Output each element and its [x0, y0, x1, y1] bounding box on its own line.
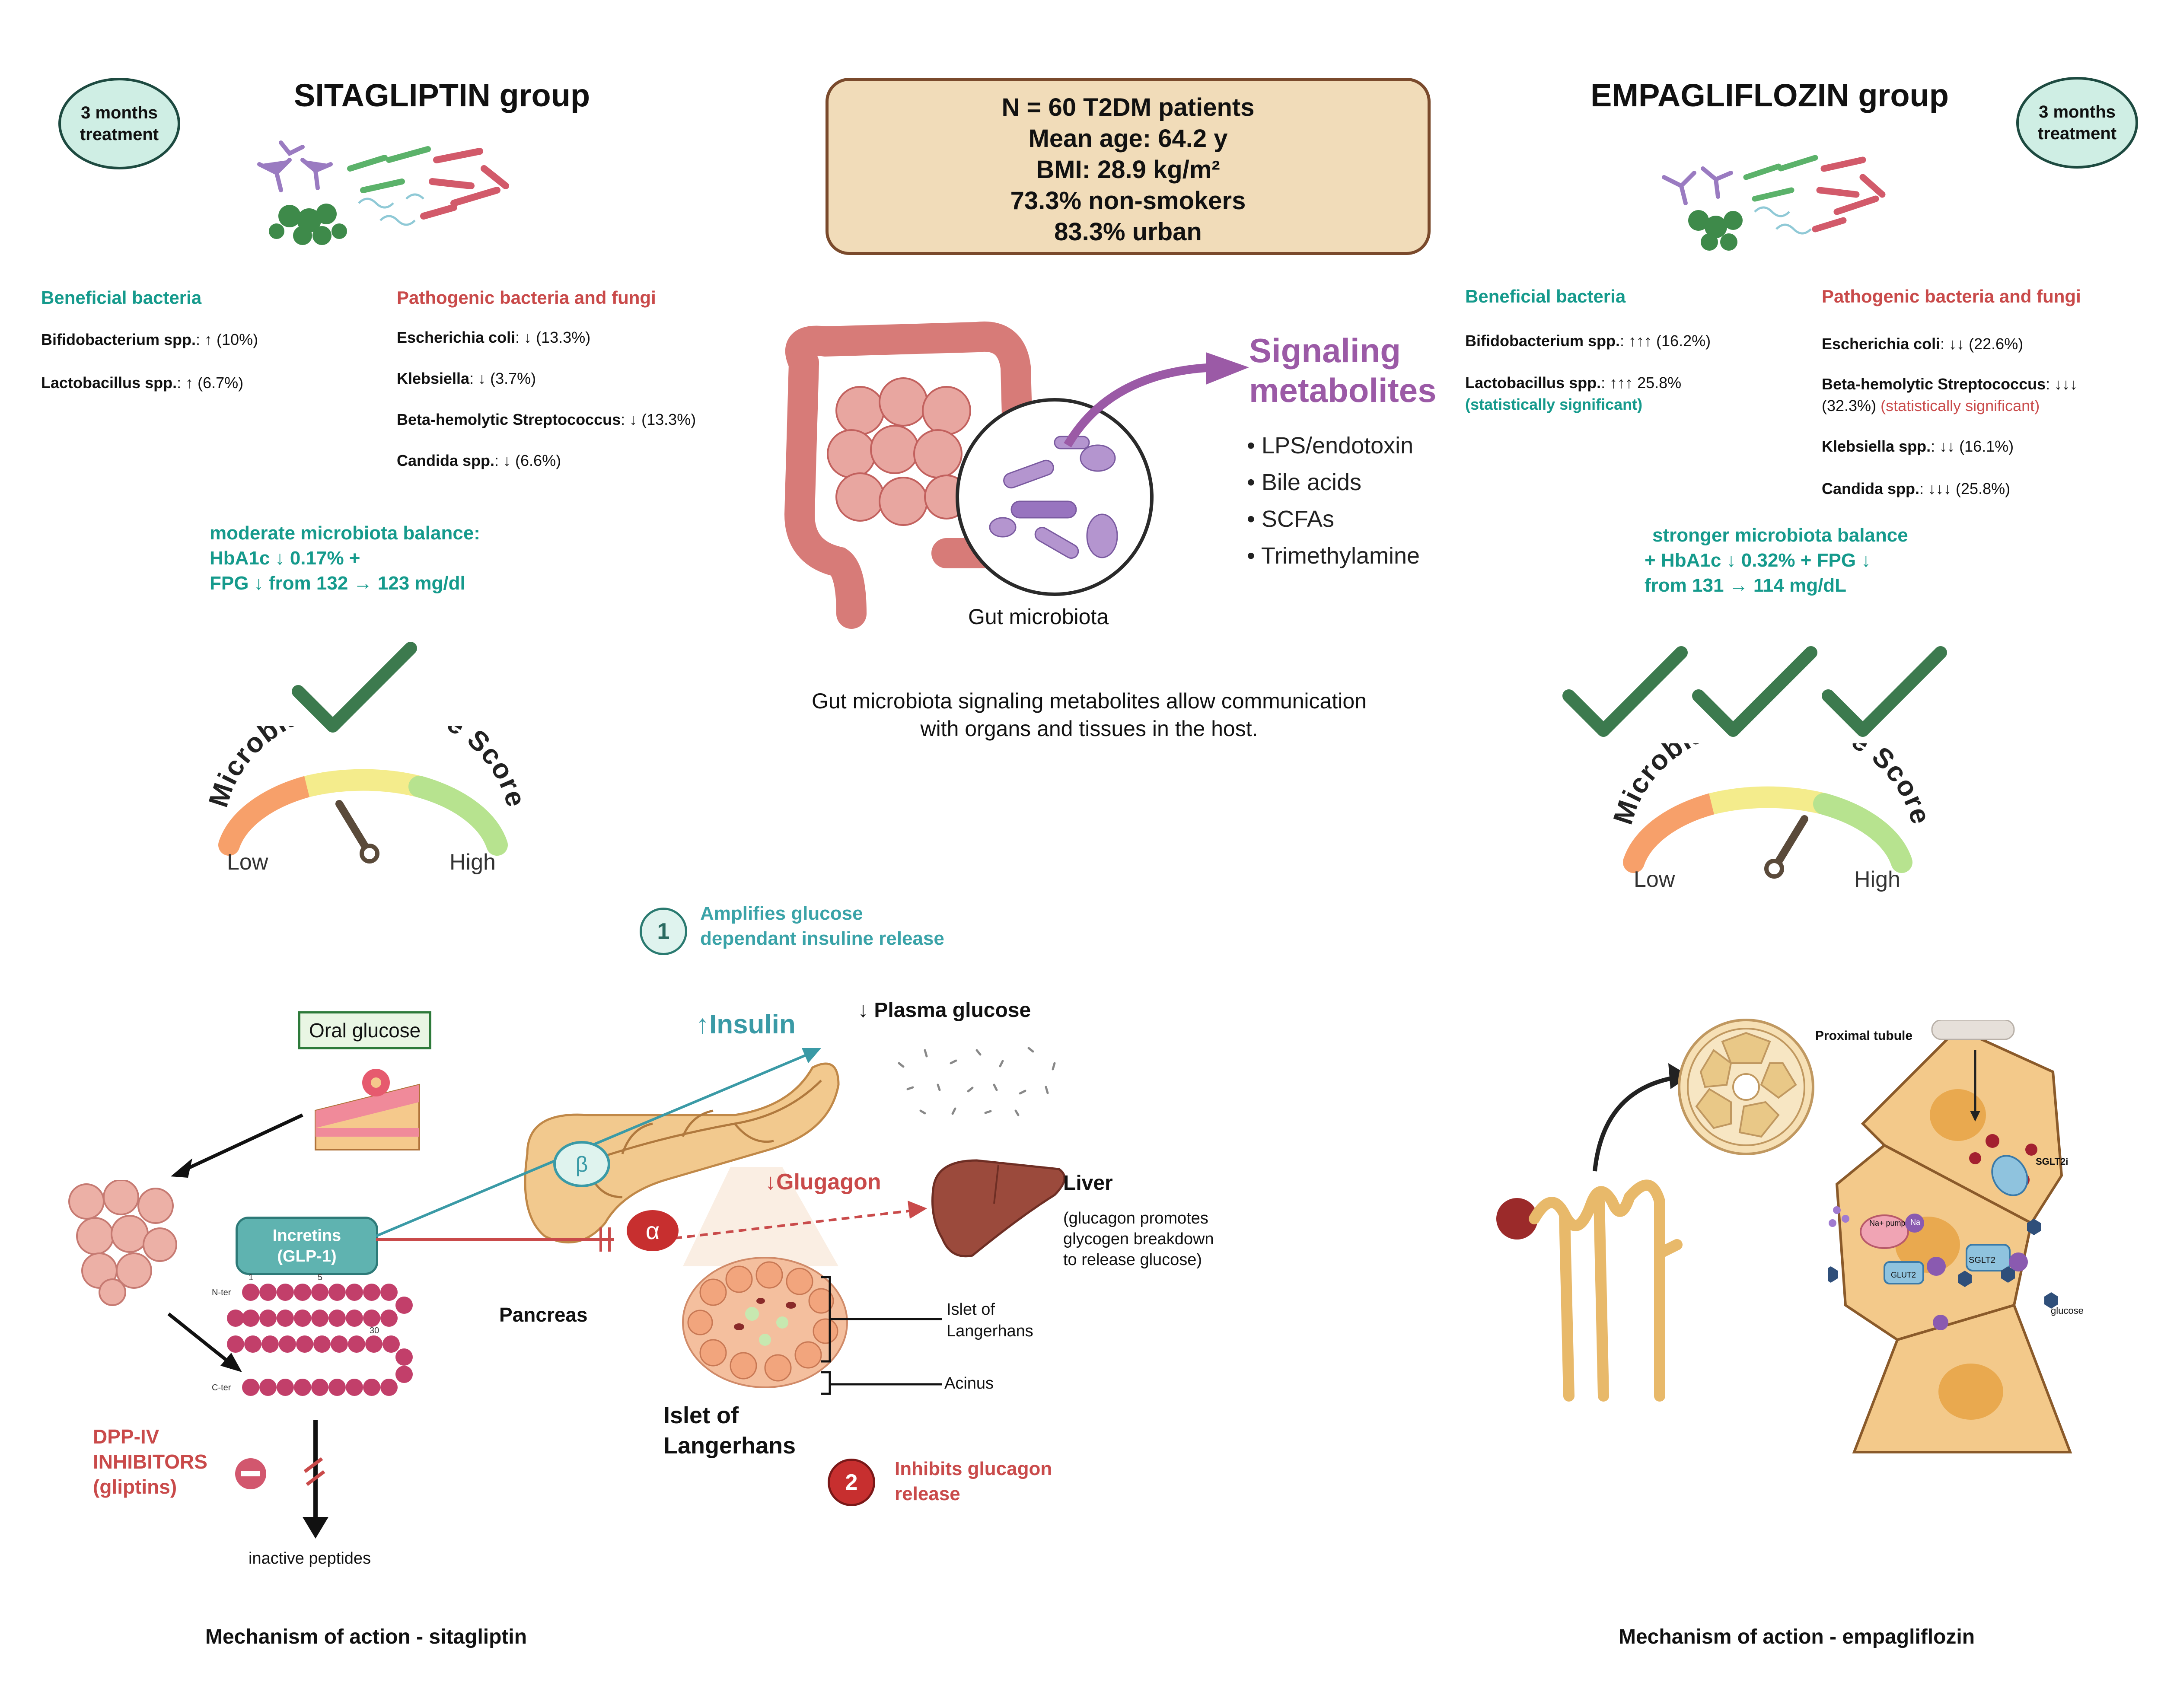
- oral-glucose-label: Oral glucose: [298, 1011, 432, 1049]
- gauge-high-label-right: High: [1854, 867, 1900, 892]
- sitagliptin-mechanism-caption: Mechanism of action - sitagliptin: [205, 1625, 527, 1648]
- empa-summary: stronger microbiota balance + HbA1c ↓ 0.…: [1645, 525, 1908, 596]
- svg-text:Microbial Resilience Score: Microbial Resilience Score: [1607, 743, 1937, 828]
- dpp4-inhibitors-label: DPP-IV INHIBITORS (gliptins): [93, 1425, 207, 1498]
- resilience-gauge-right: Microbial Resilience Score: [1607, 743, 1937, 879]
- empa-pathogenic-heading: Pathogenic bacteria and fungi: [1822, 286, 2081, 306]
- peptide-residue-30-label: 30: [370, 1326, 379, 1335]
- bacteria-cluster-left-illustration: [257, 140, 509, 245]
- empa-pathogenic-item-klebsiella: Klebsiella spp.: ↓↓ (16.1%): [1822, 437, 2014, 455]
- alpha-cell-marker: α: [627, 1210, 679, 1251]
- step-1-badge: 1: [640, 908, 687, 955]
- acinus-callout: Acinus: [944, 1374, 994, 1393]
- degradation-arrow-icon: [303, 1420, 328, 1539]
- empagliflozin-mechanism-caption: Mechanism of action - empagliflozin: [1619, 1625, 1975, 1648]
- signaling-item-lps: • LPS/endotoxin: [1247, 433, 1414, 459]
- glp1-peptide-chain: N-ter C-ter 1 5 30: [212, 1273, 413, 1396]
- sita-pathogenic-item-streptococcus: Beta-hemolytic Streptococcus: ↓ (13.3%): [397, 411, 696, 428]
- sita-beneficial-heading: Beneficial bacteria: [41, 287, 202, 308]
- arrow-to-signaling-icon: [1064, 352, 1249, 448]
- glucose-label: glucose: [2051, 1305, 2084, 1316]
- treatment-duration-badge-left: 3 months treatment: [58, 78, 180, 169]
- peptide-cter-label: C-ter: [212, 1383, 231, 1393]
- plasma-glucose-label: ↓ Plasma glucose: [858, 999, 1031, 1022]
- step-2-description: Inhibits glucagon release: [895, 1458, 1052, 1504]
- glucagon-label: ↓Glugagon: [765, 1169, 881, 1195]
- checkmark-icon: [292, 642, 417, 733]
- small-intestine-illustration: [68, 1180, 177, 1306]
- islet-zoom-illustration: [682, 1167, 848, 1388]
- sita-pathogenic-item-klebsiella: Klebsiella: ↓ (3.7%): [397, 370, 536, 387]
- sglt2-label: SGLT2: [1969, 1256, 1995, 1265]
- gauge-low-label-right: Low: [1634, 867, 1675, 892]
- liver-label: Liver: [1063, 1172, 1113, 1195]
- signaling-item-bile-acids: • Bile acids: [1247, 469, 1362, 495]
- step-2-badge: 2: [828, 1459, 875, 1506]
- sita-beneficial-item-bifidobacterium: Bifidobacterium spp.: ↑ (10%): [41, 331, 258, 348]
- proximal-tubule-label: Proximal tubule: [1815, 1029, 1913, 1043]
- incretins-box: Incretins (GLP-1): [236, 1217, 378, 1275]
- insulin-label: ↑Insulin: [696, 1010, 796, 1039]
- checkmarks-icon: [1562, 646, 1947, 737]
- gauge-needle-left: [335, 800, 379, 864]
- na-ion-label: Na: [1910, 1218, 1921, 1227]
- liver-illustration: [931, 1159, 1066, 1258]
- signaling-item-trimethylamine: • Trimethylamine: [1247, 543, 1420, 569]
- sita-pathogenic-item-candida: Candida spp.: ↓ (6.6%): [397, 452, 561, 469]
- empa-streptococcus-detail: (32.3%) (statistically significant): [1822, 397, 2040, 414]
- step-1-description: Amplifies glucose dependant insuline rel…: [700, 903, 944, 949]
- gauge-needle-right: [1764, 815, 1808, 879]
- sitagliptin-group-title: SITAGLIPTIN group: [294, 77, 590, 113]
- empa-beneficial-item-lactobacillus: Lactobacillus spp.: ↑↑↑ 25.8%: [1465, 374, 1682, 392]
- sita-pathogenic-item-ecoli: Escherichia coli: ↓ (13.3%): [397, 328, 591, 346]
- intestine-illustration: [784, 321, 1154, 629]
- treatment-duration-badge-right: 3 months treatment: [2016, 77, 2138, 169]
- svg-text:Microbial Resilience Score: Microbial Resilience Score: [202, 726, 532, 811]
- proximal-tubule-cross-section: [1678, 1019, 1814, 1155]
- peptide-residue-5-label: 5: [318, 1273, 322, 1282]
- empa-beneficial-item-bifidobacterium: Bifidobacterium spp.: ↑↑↑ (16.2%): [1465, 332, 1711, 350]
- cake-illustration: [315, 1069, 420, 1150]
- pancreas-label: Pancreas: [499, 1303, 588, 1326]
- nephron-illustration: [1496, 1063, 1690, 1402]
- liver-note: (glucagon promotes glycogen breakdown to…: [1063, 1209, 1214, 1269]
- empa-pathogenic-item-streptococcus: Beta-hemolytic Streptococcus: ↓↓↓: [1822, 375, 2078, 393]
- glut2-label: GLUT2: [1891, 1271, 1916, 1279]
- signaling-metabolites-title: Signaling metabolites: [1249, 331, 1437, 409]
- signaling-item-scfas: • SCFAs: [1247, 506, 1334, 532]
- empagliflozin-group-title: EMPAGLIFLOZIN group: [1590, 77, 1949, 113]
- peptide-nter-label: N-ter: [212, 1288, 231, 1297]
- center-caption: Gut microbiota signaling metabolites all…: [812, 689, 1367, 741]
- resilience-gauge-left: Microbial Resilience Score: [202, 726, 532, 864]
- gauge-title-right: Microbial Resilience Score: [1607, 743, 1936, 828]
- empa-beneficial-heading: Beneficial bacteria: [1465, 286, 1626, 306]
- islet-of-langerhans-callout: Islet of Langerhans: [947, 1300, 1033, 1340]
- gauge-title-left: Microbial Resilience Score: [202, 726, 531, 811]
- empa-lactobacillus-significance: (statistically significant): [1465, 395, 1643, 413]
- sita-beneficial-item-lactobacillus: Lactobacillus spp.: ↑ (6.7%): [41, 374, 244, 392]
- tubule-cells-illustration: [1828, 1020, 2072, 1453]
- beta-cell-marker: β: [553, 1141, 610, 1187]
- cohort-summary-box: N = 60 T2DM patients Mean age: 64.2 y BM…: [826, 78, 1431, 255]
- empa-pathogenic-item-candida: Candida spp.: ↓↓↓ (25.8%): [1822, 480, 2011, 497]
- sglt2i-label: SGLT2i: [2036, 1156, 2069, 1167]
- islet-bracket-lines: [821, 1276, 942, 1395]
- na-pump-label: Na+ pump: [1869, 1219, 1906, 1227]
- gauge-high-label-left: High: [449, 850, 496, 875]
- bacteria-cluster-right-illustration: [1662, 155, 1886, 251]
- glucose-flow-arrows: [167, 1113, 303, 1372]
- inhibit-minus-icon: [235, 1458, 266, 1489]
- glucose-particles: [898, 1047, 1056, 1116]
- sita-summary: moderate microbiota balance: HbA1c ↓ 0.1…: [210, 523, 480, 594]
- empa-pathogenic-item-ecoli: Escherichia coli: ↓↓ (22.6%): [1822, 335, 2024, 353]
- gut-microbiota-label: Gut microbiota: [968, 605, 1109, 629]
- gauge-low-label-left: Low: [227, 850, 268, 875]
- peptide-residue-1-label: 1: [249, 1273, 253, 1282]
- sita-pathogenic-heading: Pathogenic bacteria and fungi: [397, 287, 656, 308]
- islet-of-langerhans-title: Islet of Langerhans: [663, 1402, 796, 1459]
- inactive-peptides-label: inactive peptides: [249, 1549, 371, 1568]
